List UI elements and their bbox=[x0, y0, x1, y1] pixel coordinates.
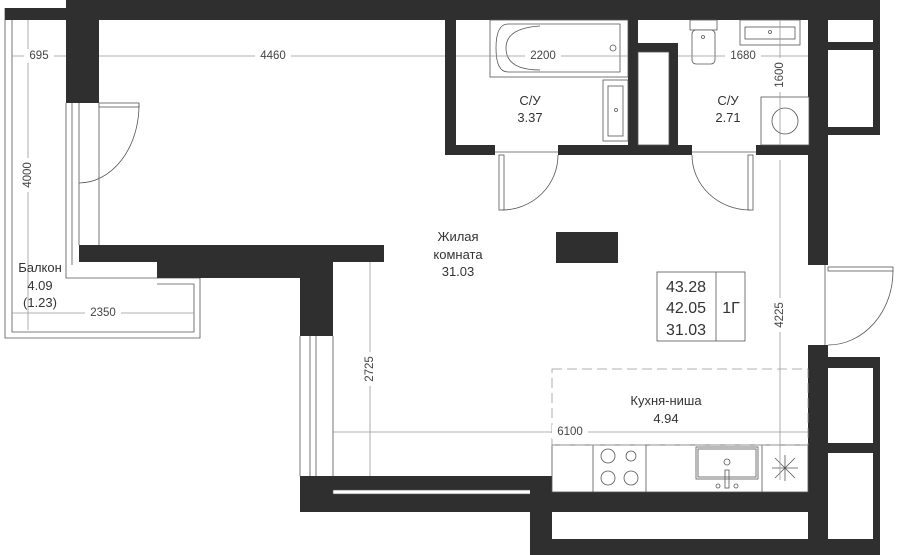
dim-bath2-width: 1680 bbox=[730, 50, 756, 62]
dim-total-width: 6100 bbox=[557, 426, 583, 438]
bath2-sink bbox=[739, 19, 801, 46]
bath1-sink bbox=[602, 79, 629, 142]
living-name-2: комната bbox=[433, 247, 483, 262]
bath2-name: С/У bbox=[717, 93, 739, 108]
kitchen-counter bbox=[551, 444, 809, 493]
kitchen-name: Кухня-ниша bbox=[630, 393, 702, 408]
stove bbox=[600, 448, 639, 486]
dim-living-left: 2725 bbox=[364, 356, 376, 382]
dimension-labels: 695 4460 2200 1680 1600 4000 2350 2725 4… bbox=[21, 49, 787, 439]
living-area: 31.03 bbox=[442, 264, 475, 279]
bath1-door[interactable] bbox=[495, 151, 559, 211]
balcony-name: Балкон bbox=[18, 260, 62, 275]
dim-balcony-length: 4000 bbox=[22, 162, 34, 188]
living-name-1: Жилая bbox=[437, 229, 478, 244]
kitchen-sink bbox=[695, 446, 759, 489]
bath1-area: 3.37 bbox=[517, 110, 542, 125]
kitchen-area: 4.94 bbox=[653, 411, 678, 426]
walls bbox=[5, 0, 880, 555]
toilet bbox=[689, 19, 718, 65]
washing-machine bbox=[760, 96, 810, 146]
room-label-kitchen: Кухня-ниша 4.94 bbox=[630, 393, 702, 426]
balcony-area-reduced: (1.23) bbox=[23, 295, 57, 310]
apartment-type: 1Г bbox=[722, 300, 740, 317]
balcony-door[interactable] bbox=[78, 102, 140, 184]
bath2-shaft bbox=[637, 51, 670, 146]
area-without-balcony: 42.05 bbox=[666, 300, 706, 317]
balcony-area: 4.09 bbox=[27, 278, 52, 293]
entrance-door[interactable] bbox=[824, 265, 894, 346]
summary-living-area: 31.03 bbox=[666, 322, 706, 339]
dim-balcony-bottom: 2350 bbox=[90, 307, 116, 319]
dim-bath2-depth: 1600 bbox=[774, 62, 786, 88]
bath2-area: 2.71 bbox=[715, 110, 740, 125]
room-label-bath1: С/У 3.37 bbox=[517, 93, 542, 125]
dim-right-depth: 4225 bbox=[774, 302, 786, 328]
window-left bbox=[299, 336, 334, 476]
total-area: 43.28 bbox=[666, 279, 706, 296]
room-label-bath2: С/У 2.71 bbox=[715, 93, 740, 125]
bathtub bbox=[489, 19, 629, 78]
vent-icon bbox=[772, 455, 798, 481]
dim-living-top: 4460 bbox=[260, 50, 286, 62]
area-summary-box: 43.28 42.05 31.03 1Г bbox=[656, 271, 746, 342]
room-label-living: Жилая комната 31.03 bbox=[433, 229, 483, 279]
dim-balcony-width: 695 bbox=[29, 50, 48, 62]
kitchen-zone bbox=[551, 368, 809, 446]
bath2-door[interactable] bbox=[691, 151, 756, 211]
bath1-name: С/У bbox=[519, 93, 541, 108]
dim-bath1-width: 2200 bbox=[530, 50, 556, 62]
room-label-balcony: Балкон 4.09 (1.23) bbox=[18, 260, 62, 310]
